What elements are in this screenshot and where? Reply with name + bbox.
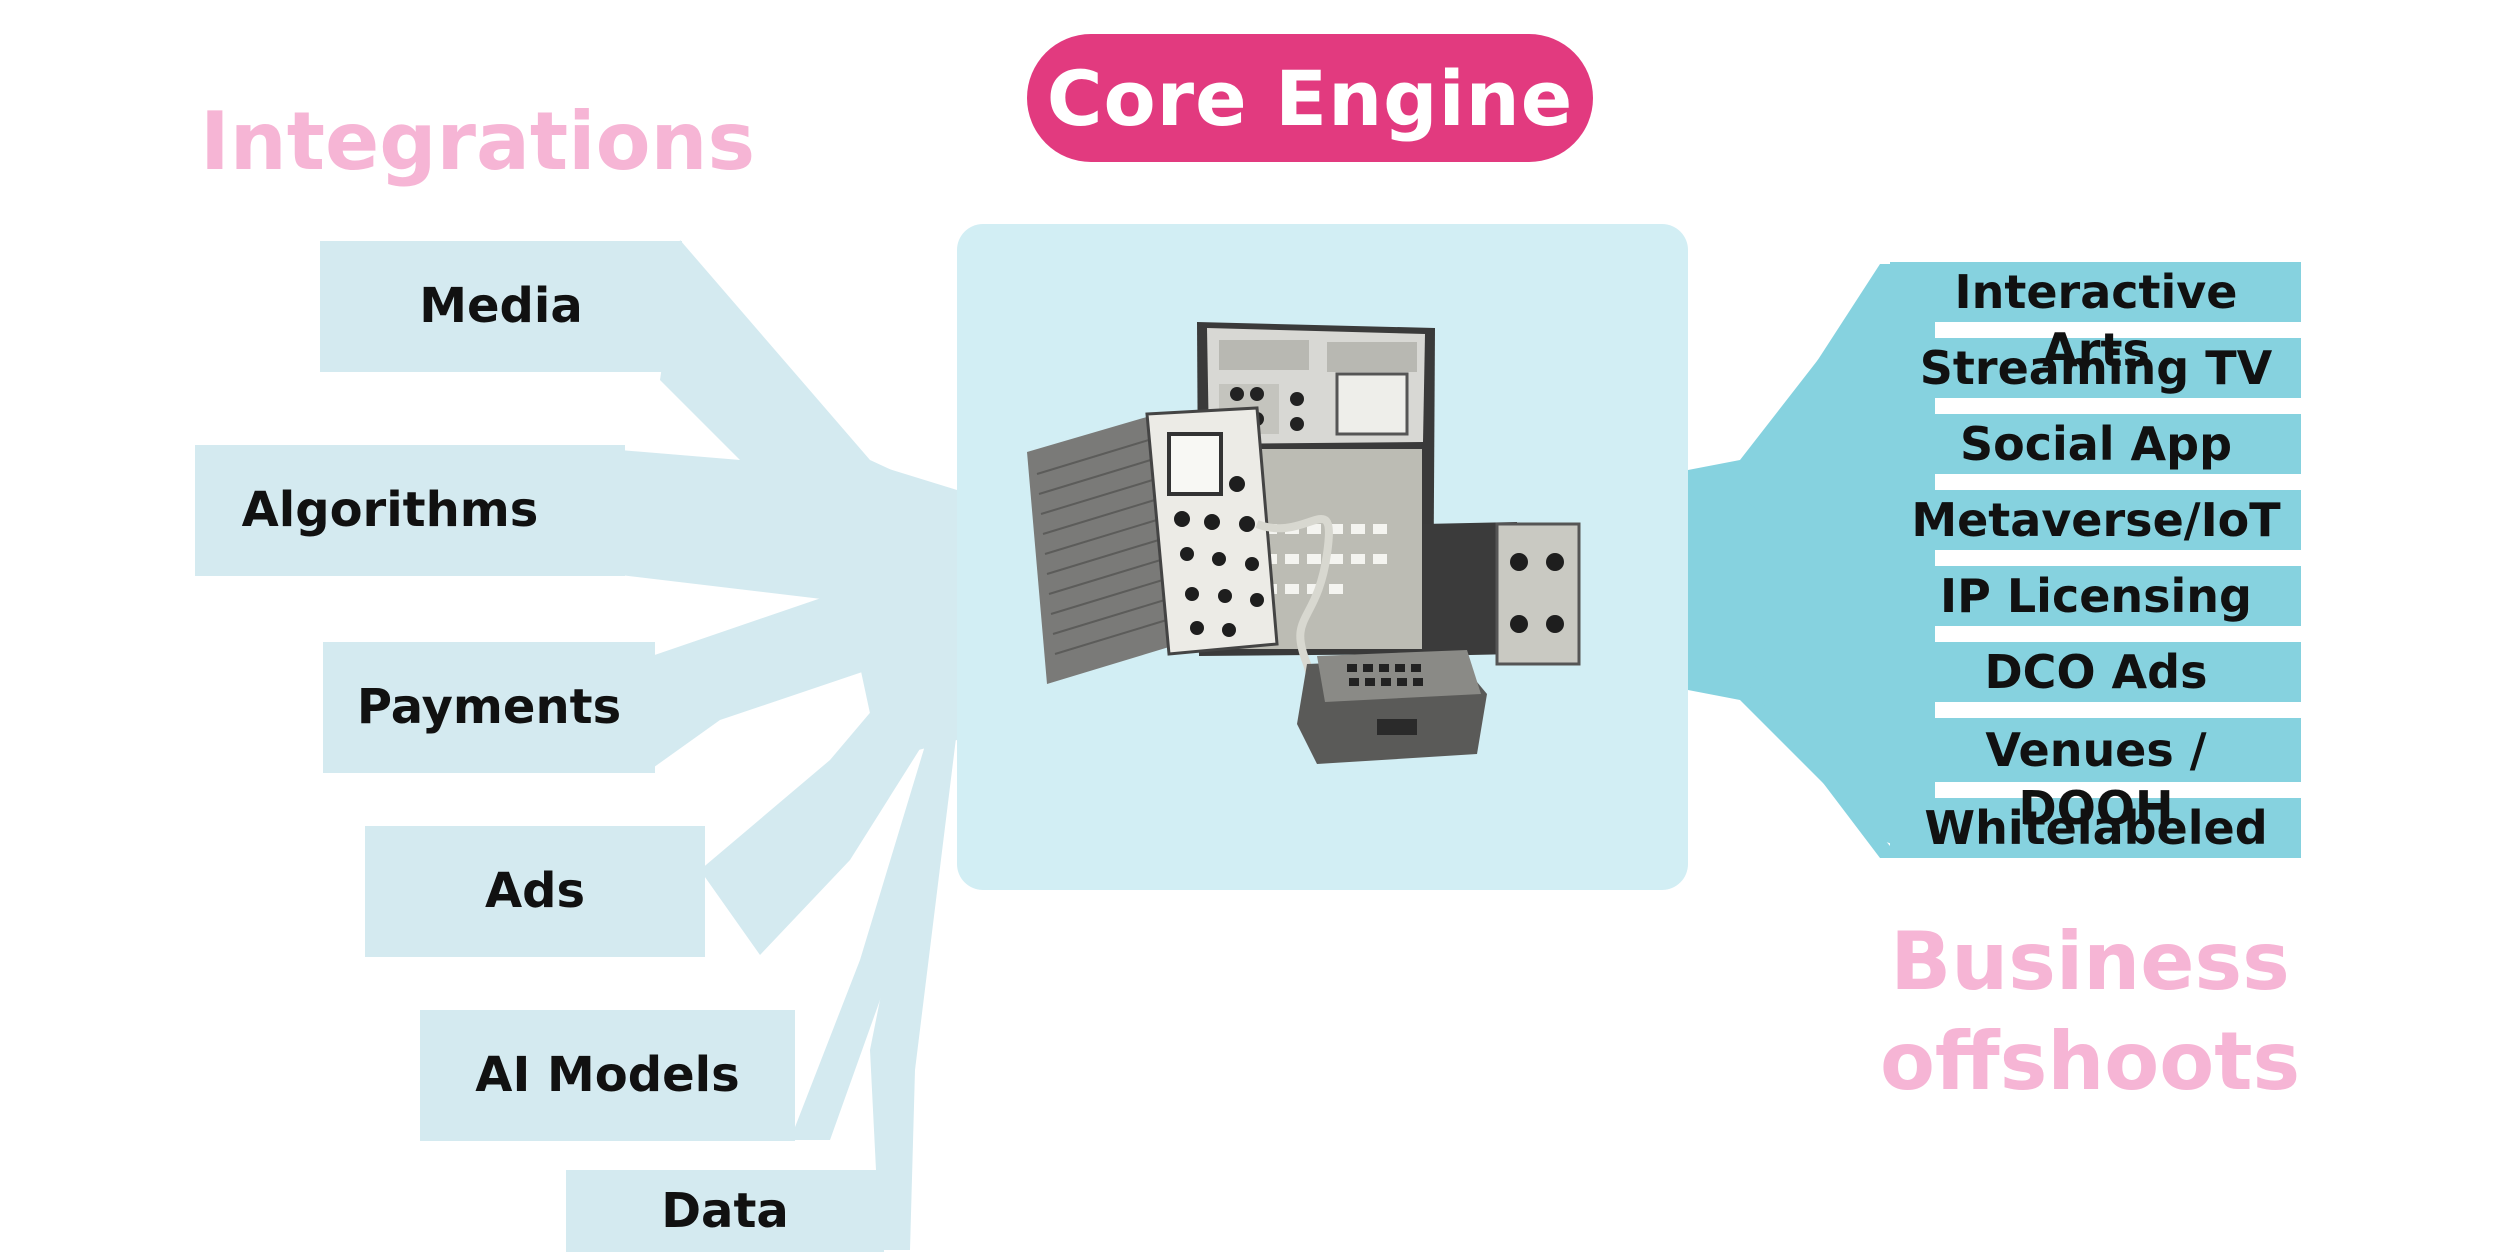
- fan-arm-6: [1750, 640, 1880, 700]
- integration-label-data: Data: [661, 1183, 789, 1239]
- connector-data: [870, 700, 957, 1250]
- integration-boxes: [195, 241, 884, 1252]
- fan-arm-2: [1745, 330, 1880, 520]
- business-offshoots-heading: Business offshoots: [1830, 912, 2350, 1112]
- offshoot-label-whitelabeled: Whitelabeled: [1924, 801, 2268, 855]
- signal-unit: [1423, 522, 1581, 666]
- integration-label-payments: Payments: [356, 679, 622, 735]
- integration-label-ads: Ads: [484, 863, 586, 919]
- offshoot-bar-6: [1890, 642, 2301, 702]
- offshoot-bar-5: [1890, 566, 2301, 626]
- integration-box-payments: [323, 642, 655, 773]
- oscilloscope-unit: [1027, 406, 1279, 684]
- integration-box-algorithms: [195, 445, 625, 576]
- offshoot-bar-2: [1890, 338, 2301, 398]
- offshoot-label-ip-licensing: IP Licensing: [1940, 569, 2252, 623]
- offshoot-label-metaverse-iot: Metaverse/IoT: [1911, 493, 2281, 547]
- fan-arm-8: [1745, 680, 1900, 858]
- funnel-core: [850, 460, 957, 760]
- offshoot-label-interactive-arts: Interactive Arts: [1954, 265, 2238, 377]
- offshoot-label-dco-ads: DCO Ads: [1984, 645, 2208, 699]
- offshoot-bar-3: [1890, 414, 2301, 474]
- offshoot-bar-1: [1890, 262, 2301, 322]
- integration-box-ads: [365, 826, 705, 957]
- integration-label-media: Media: [419, 278, 583, 334]
- integration-box-ai-models: [420, 1010, 795, 1141]
- integration-box-media: [320, 241, 682, 372]
- integration-box-data: [566, 1170, 884, 1252]
- offshoot-bar-4: [1890, 490, 2301, 550]
- fan-arm-3: [1750, 420, 1870, 540]
- offshoot-bar-8: [1890, 798, 2301, 858]
- fan-arm-7: [1750, 660, 1880, 780]
- offshoot-bar-7: [1890, 718, 2301, 782]
- offshoots-fan: [1688, 262, 1935, 858]
- core-engine-title: Core Engine: [1027, 34, 1593, 162]
- keyboard-console: [1297, 650, 1487, 764]
- offshoot-label-social-app: Social App: [1959, 417, 2233, 471]
- business-heading-line1: Business: [1890, 915, 2290, 1008]
- fan-core: [1688, 262, 1935, 858]
- integrations-heading: Integrations: [200, 95, 756, 188]
- business-heading-line2: offshoots: [1879, 1015, 2301, 1108]
- integration-label-ai-models: AI Models: [475, 1047, 740, 1103]
- core-engine-box: [957, 224, 1688, 890]
- offshoot-label-venues-dooh: Venues / DOOH: [1985, 723, 2207, 835]
- offshoot-bars: [1890, 262, 2301, 858]
- vintage-computer-console-icon: [1027, 322, 1581, 764]
- integrations-funnel: [620, 240, 957, 1250]
- offshoot-label-streaming-tv: Streaming TV: [1919, 341, 2273, 395]
- integration-label-algorithms: Algorithms: [241, 482, 539, 538]
